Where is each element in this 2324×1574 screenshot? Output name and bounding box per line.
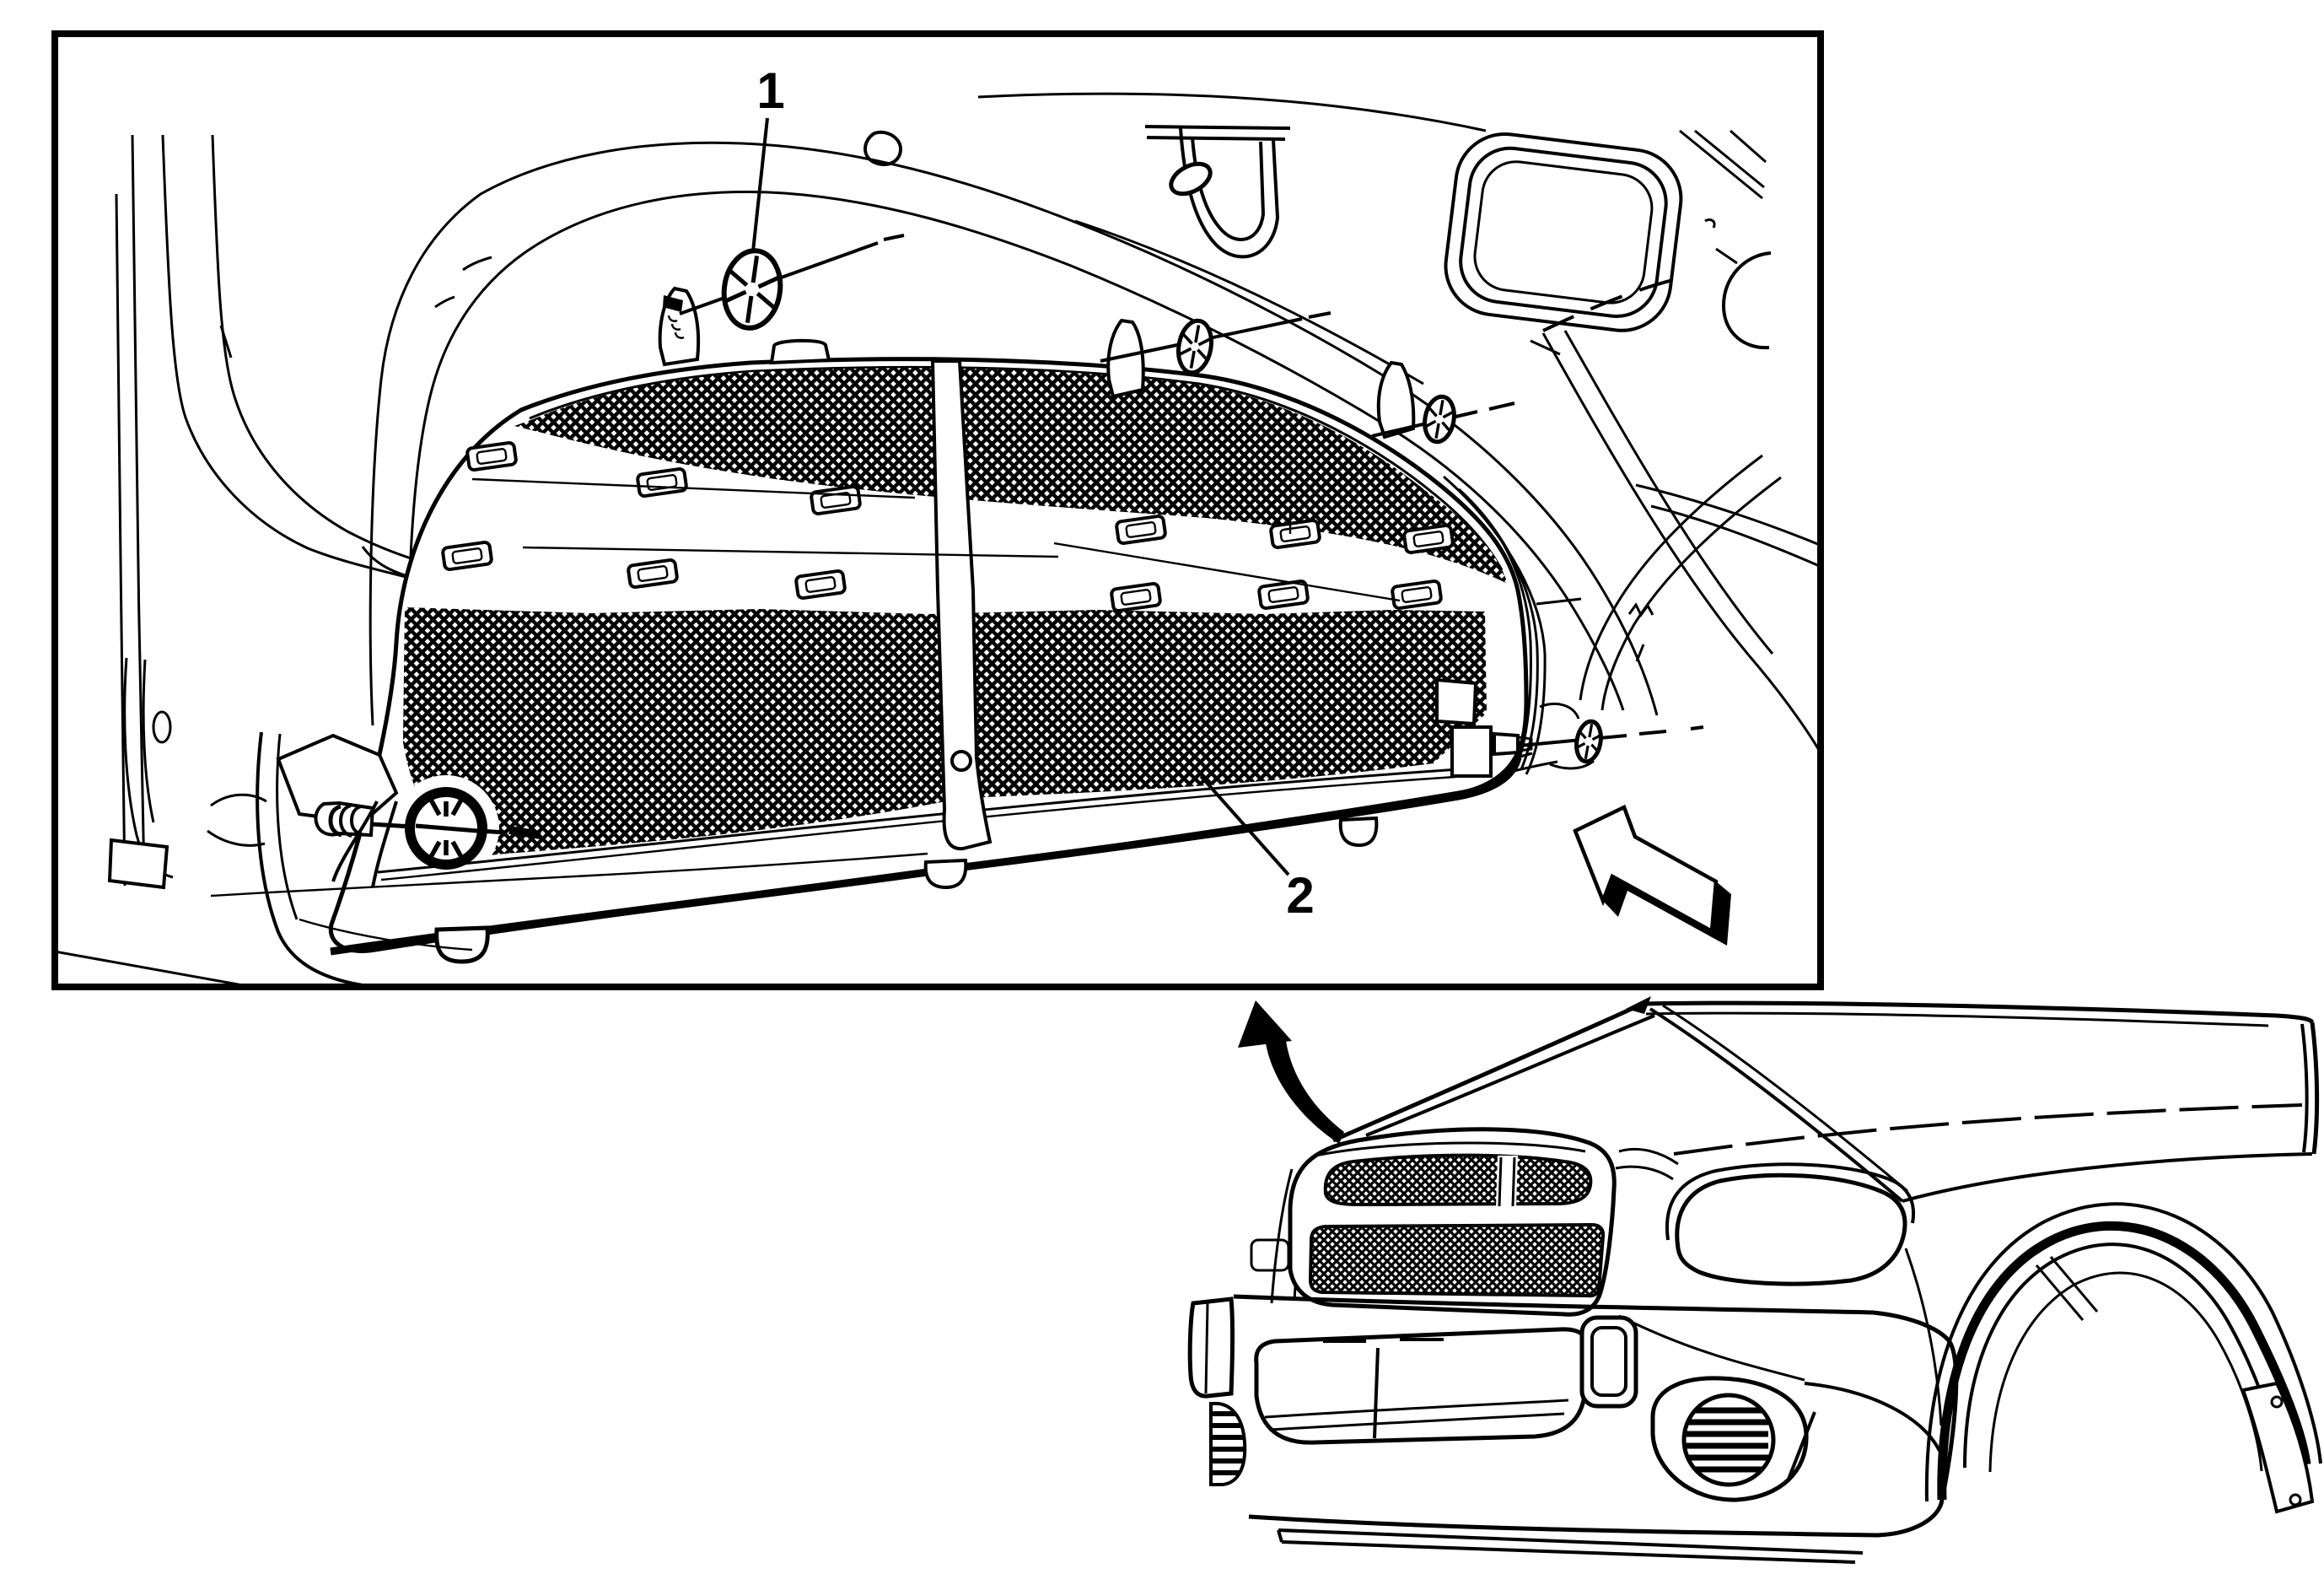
- svg-text:2: 2: [1286, 867, 1314, 924]
- svg-text:1: 1: [756, 62, 784, 119]
